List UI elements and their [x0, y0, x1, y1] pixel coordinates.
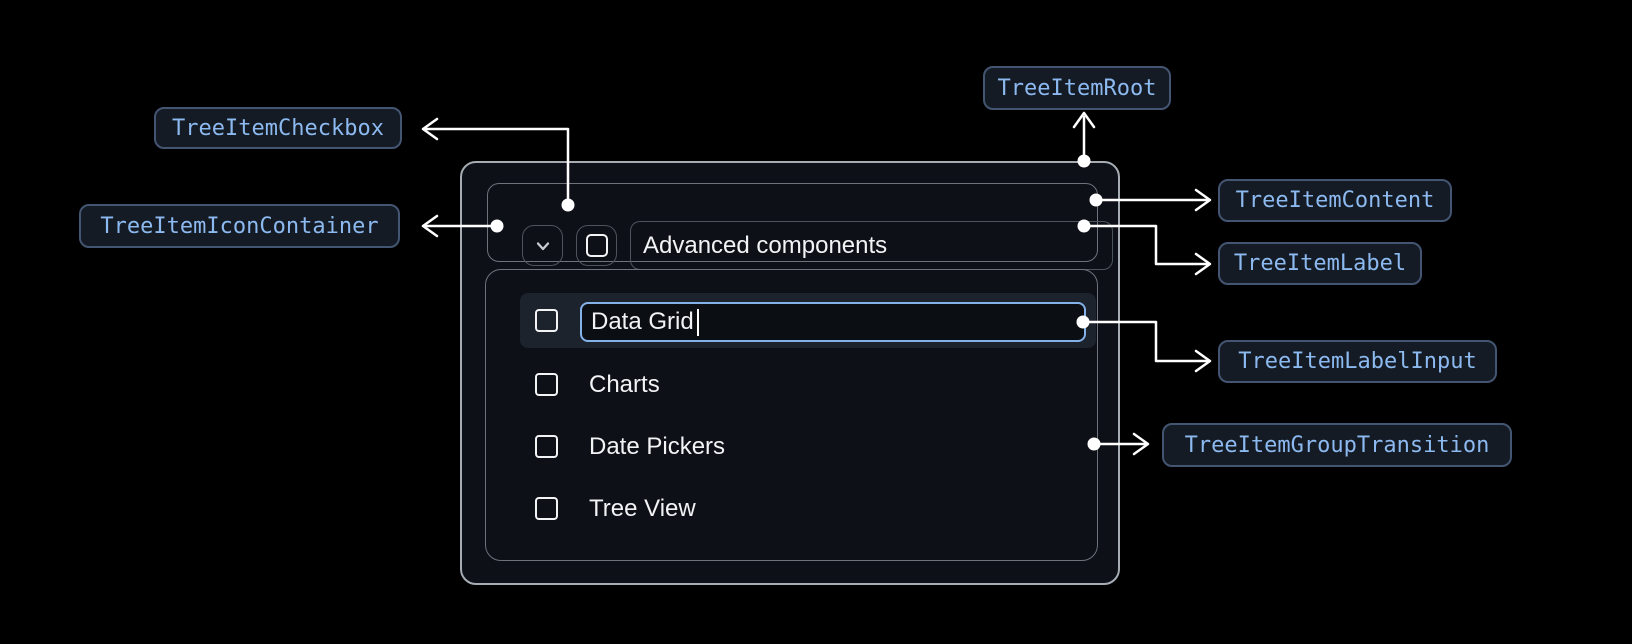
tree-item-checkbox[interactable]	[576, 225, 617, 266]
tree-item-content[interactable]: Advanced components	[487, 183, 1113, 270]
tree-item-editing-row[interactable]: Data Grid	[520, 293, 1096, 348]
tree-item-label-input[interactable]: Data Grid	[580, 302, 1086, 342]
tree-item-row[interactable]: Tree View	[520, 481, 1096, 536]
text-caret	[696, 308, 699, 336]
label-input-value: Data Grid	[591, 308, 694, 335]
tree-item-row[interactable]: Date Pickers	[520, 419, 1096, 474]
checkbox-unchecked-icon[interactable]	[535, 373, 558, 396]
tree-item-label[interactable]: Advanced components	[630, 221, 1113, 270]
badge-tree-item-label-input: TreeItemLabelInput	[1218, 340, 1497, 383]
tree-item-row[interactable]: Charts	[520, 357, 1096, 412]
badge-tree-item-group-transition: TreeItemGroupTransition	[1162, 423, 1512, 467]
checkbox-unchecked-icon[interactable]	[535, 435, 558, 458]
tree-item-root: Advanced components Data Grid Charts Dat…	[460, 161, 1120, 585]
badge-tree-item-root: TreeItemRoot	[983, 66, 1171, 110]
checkbox-unchecked-icon[interactable]	[535, 497, 558, 520]
checkbox-unchecked-icon	[585, 234, 608, 257]
badge-tree-item-label: TreeItemLabel	[1218, 242, 1422, 285]
chevron-down-icon	[534, 237, 552, 255]
tree-item-label: Tree View	[589, 494, 696, 522]
arrow-tree-item-root	[1072, 111, 1096, 168]
checkbox-unchecked-icon[interactable]	[535, 309, 558, 332]
badge-tree-item-icon-container: TreeItemIconContainer	[79, 204, 400, 248]
badge-tree-item-content: TreeItemContent	[1218, 179, 1452, 222]
parent-item-label: Advanced components	[643, 231, 888, 259]
badge-tree-item-checkbox: TreeItemCheckbox	[154, 107, 402, 149]
tree-item-label: Date Pickers	[589, 432, 726, 460]
tree-item-group-transition: Data Grid Charts Date Pickers Tree View	[485, 269, 1098, 561]
tree-item-icon-container[interactable]	[522, 225, 563, 266]
tree-item-label: Charts	[589, 370, 660, 398]
